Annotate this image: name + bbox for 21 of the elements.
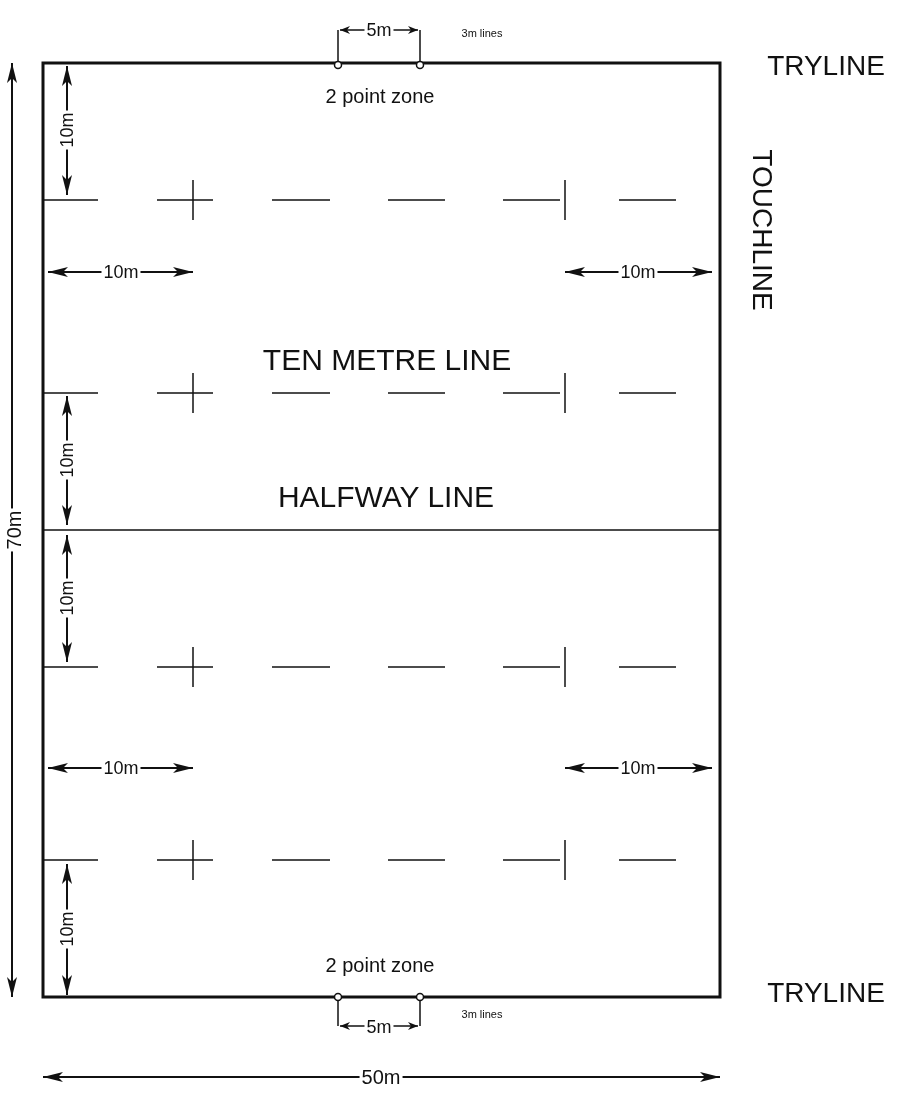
dimension-label: 10m [58, 440, 76, 480]
dimension-label: 10m [618, 263, 658, 281]
dimension-label: 70m [4, 508, 24, 552]
dimension-label: 10m [58, 578, 76, 618]
dimension-label: 5m [364, 21, 394, 39]
dimension-label: 10m [101, 759, 141, 777]
dimension-label: 5m [364, 1018, 394, 1036]
note-label: 3m lines [461, 1008, 503, 1020]
line-label: TRYLINE [767, 979, 885, 1007]
line-label: TOUCHLINE [748, 149, 776, 311]
line-label: TEN METRE LINE [262, 345, 512, 375]
dimension-label: 10m [58, 110, 76, 150]
dimension-label: 10m [58, 909, 76, 949]
zone-label: 2 point zone [325, 86, 435, 106]
dimension-label: 10m [618, 759, 658, 777]
zone-label: 2 point zone [325, 955, 435, 975]
line-label: TRYLINE [767, 52, 885, 80]
dimension-label: 10m [101, 263, 141, 281]
note-label: 3m lines [461, 27, 503, 39]
dimension-label: 50m [359, 1067, 403, 1087]
line-label: HALFWAY LINE [277, 482, 495, 512]
